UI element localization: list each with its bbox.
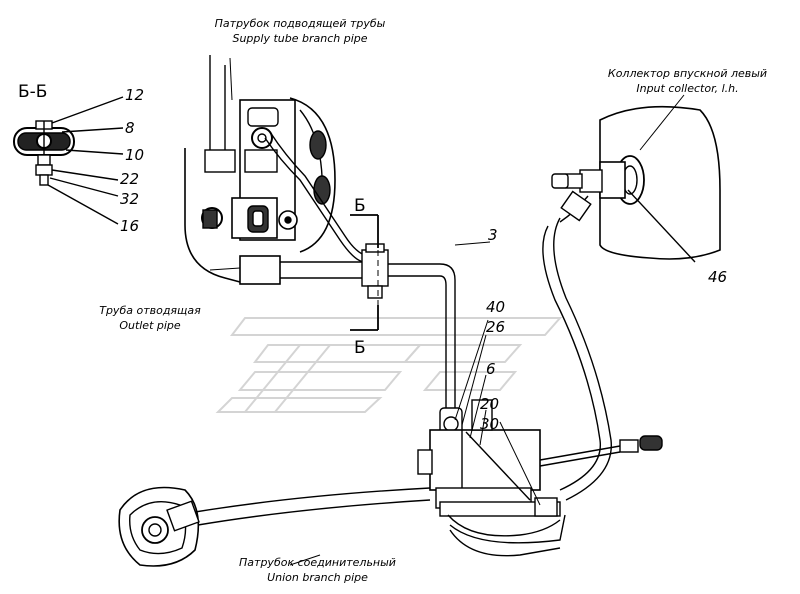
part-number-6: 6 xyxy=(486,360,496,378)
section-cut-mark-bottom: Б xyxy=(354,338,366,358)
union-pipe-label-ru: Патрубок соединительный xyxy=(239,556,396,569)
leader-lines xyxy=(209,57,685,566)
watermark-logo xyxy=(215,317,563,413)
part-number-20: 20 xyxy=(480,395,500,413)
valve-block xyxy=(417,399,663,557)
part-number-10: 10 xyxy=(125,146,145,164)
supply-tube-label-ru: Патрубок подводящей трубы xyxy=(214,17,386,30)
section-cut-marks xyxy=(350,214,379,331)
part-number-26: 26 xyxy=(486,318,506,336)
part-number-40: 40 xyxy=(486,298,506,316)
part-number-16: 16 xyxy=(120,217,140,235)
outlet-pipe-label-en: Outlet pipe xyxy=(119,319,181,332)
section-bb-detail xyxy=(13,96,124,225)
part-number-22: 22 xyxy=(120,170,140,188)
outlet-pipe-label-ru: Труба отводящая xyxy=(99,304,201,317)
part-number-32: 32 xyxy=(120,190,140,208)
section-title: Б-Б xyxy=(18,82,48,102)
supply-tube-label-en: Supply tube branch pipe xyxy=(232,32,368,45)
section-cut-mark-top: Б xyxy=(354,196,366,216)
outlet-pipe-assembly xyxy=(184,55,456,420)
part-number-12: 12 xyxy=(125,86,145,104)
input-collector-label-ru: Коллектор впускной левый xyxy=(607,67,768,80)
part-number-3: 3 xyxy=(488,226,498,244)
input-collector-label-en: Input collector, l.h. xyxy=(636,82,739,95)
union-branch-pipe xyxy=(118,486,431,567)
part-number-8: 8 xyxy=(125,119,135,137)
part-number-46: 46 xyxy=(708,268,728,286)
part-number-30: 30 xyxy=(480,415,500,433)
input-collector xyxy=(542,105,721,501)
union-pipe-label-en: Union branch pipe xyxy=(267,571,368,584)
